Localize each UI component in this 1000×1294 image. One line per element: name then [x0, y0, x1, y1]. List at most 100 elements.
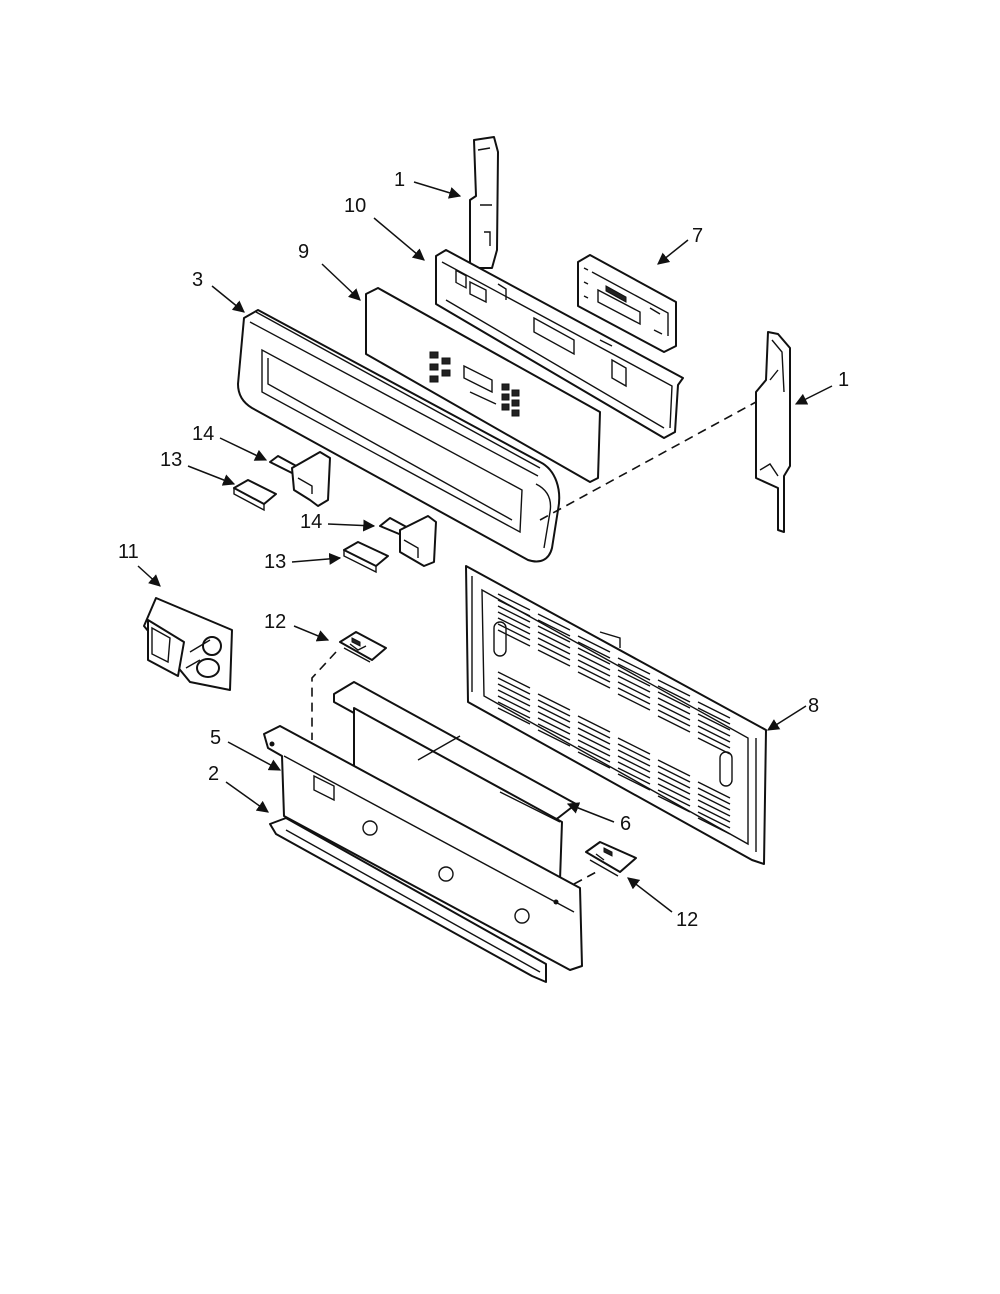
vent-slot	[577, 665, 611, 683]
vent-slot	[497, 629, 531, 647]
vent-slot-group	[697, 781, 731, 835]
part-12-clip-a	[339, 631, 387, 663]
assembly-line-12b	[573, 869, 601, 885]
vent-slot-group	[577, 715, 611, 769]
vent-slot	[697, 811, 731, 829]
vent-slot	[697, 805, 731, 823]
vent-slot	[657, 789, 691, 807]
part-8-rear-panel	[465, 565, 767, 865]
part-6-shield	[333, 681, 577, 881]
vent-slot	[617, 749, 651, 767]
callout-6: 6	[620, 813, 631, 835]
vent-slot-group	[657, 759, 691, 813]
vent-slot	[497, 599, 531, 617]
vent-slot	[617, 675, 651, 693]
vent-slot	[577, 659, 611, 677]
vent-slot	[497, 701, 531, 719]
vent-slot	[497, 707, 531, 725]
vent-slot	[657, 759, 691, 777]
part-14-clip-a	[269, 451, 331, 507]
vent-slot	[577, 727, 611, 745]
vent-slot	[697, 707, 731, 725]
vent-slot	[537, 649, 571, 667]
part-1-bracket-right	[755, 331, 791, 533]
vent-slot	[617, 693, 651, 711]
part-3-console	[237, 309, 561, 563]
vent-slot	[617, 773, 651, 791]
vent-slot	[697, 787, 731, 805]
vent-slot	[617, 737, 651, 755]
vent-slot	[537, 631, 571, 649]
vent-slot	[657, 697, 691, 715]
vent-slot	[657, 715, 691, 733]
vent-slot	[657, 765, 691, 783]
vent-slot-group	[577, 635, 611, 689]
vent-slot-group	[617, 657, 651, 711]
vent-slot	[537, 637, 571, 655]
part-11-switch	[143, 597, 233, 691]
vent-slot	[537, 619, 571, 637]
callout-8: 8	[808, 695, 819, 717]
callout-2: 2	[208, 763, 219, 785]
vent-slot	[617, 743, 651, 761]
callout-11: 11	[118, 541, 139, 563]
leader-lines	[137, 181, 833, 913]
part-1-bracket-top	[469, 136, 499, 269]
vent-slot	[657, 709, 691, 727]
vent-slot-group	[697, 701, 731, 755]
vent-slot	[497, 593, 531, 611]
vent-slot	[617, 755, 651, 773]
vent-slot	[577, 635, 611, 653]
callout-13-a: 13	[160, 449, 182, 471]
vent-slot	[537, 729, 571, 747]
vent-slot	[617, 767, 651, 785]
callout-12-a: 12	[264, 611, 286, 633]
vent-slot	[497, 689, 531, 707]
vent-slot	[657, 691, 691, 709]
vent-slot	[537, 693, 571, 711]
vent-slot-group	[497, 593, 531, 647]
callout-14-a: 14	[192, 423, 214, 445]
vent-slot	[577, 641, 611, 659]
callout-3: 3	[192, 269, 203, 291]
vent-slot	[537, 625, 571, 643]
callout-14-b: 14	[300, 511, 322, 533]
vent-slot	[697, 701, 731, 719]
vent-slot	[697, 781, 731, 799]
vent-slot	[657, 685, 691, 703]
callout-10: 10	[344, 195, 366, 217]
callout-1-right: 1	[838, 369, 849, 391]
vent-slot-group	[497, 671, 531, 725]
vent-slot	[577, 671, 611, 689]
vent-slot	[537, 711, 571, 729]
assembly-line-12	[311, 651, 337, 740]
vent-slot	[497, 683, 531, 701]
vent-slot-group	[617, 737, 651, 791]
vent-slot	[697, 731, 731, 749]
part-12-clip-b	[585, 841, 637, 877]
vent-slot	[577, 733, 611, 751]
vent-slot	[577, 721, 611, 739]
vent-slot	[697, 799, 731, 817]
part-9-overlay	[365, 287, 601, 483]
part-7-control-board	[577, 254, 677, 353]
vent-slot	[617, 761, 651, 779]
callout-13-b: 13	[264, 551, 286, 573]
vent-slot	[697, 725, 731, 743]
callout-7: 7	[692, 225, 703, 247]
vent-slot	[657, 783, 691, 801]
part-13-button-a	[233, 479, 277, 512]
vent-slot	[617, 657, 651, 675]
vent-slot	[537, 705, 571, 723]
vent-slot	[577, 739, 611, 757]
vent-slot	[497, 671, 531, 689]
vent-slot	[497, 617, 531, 635]
vent-slot	[617, 663, 651, 681]
vent-slot	[657, 795, 691, 813]
vent-slot	[697, 817, 731, 835]
part-13-button-b	[343, 541, 389, 574]
vent-slot	[537, 643, 571, 661]
vent-slot	[657, 703, 691, 721]
vent-slot	[497, 611, 531, 629]
vent-slot	[697, 713, 731, 731]
